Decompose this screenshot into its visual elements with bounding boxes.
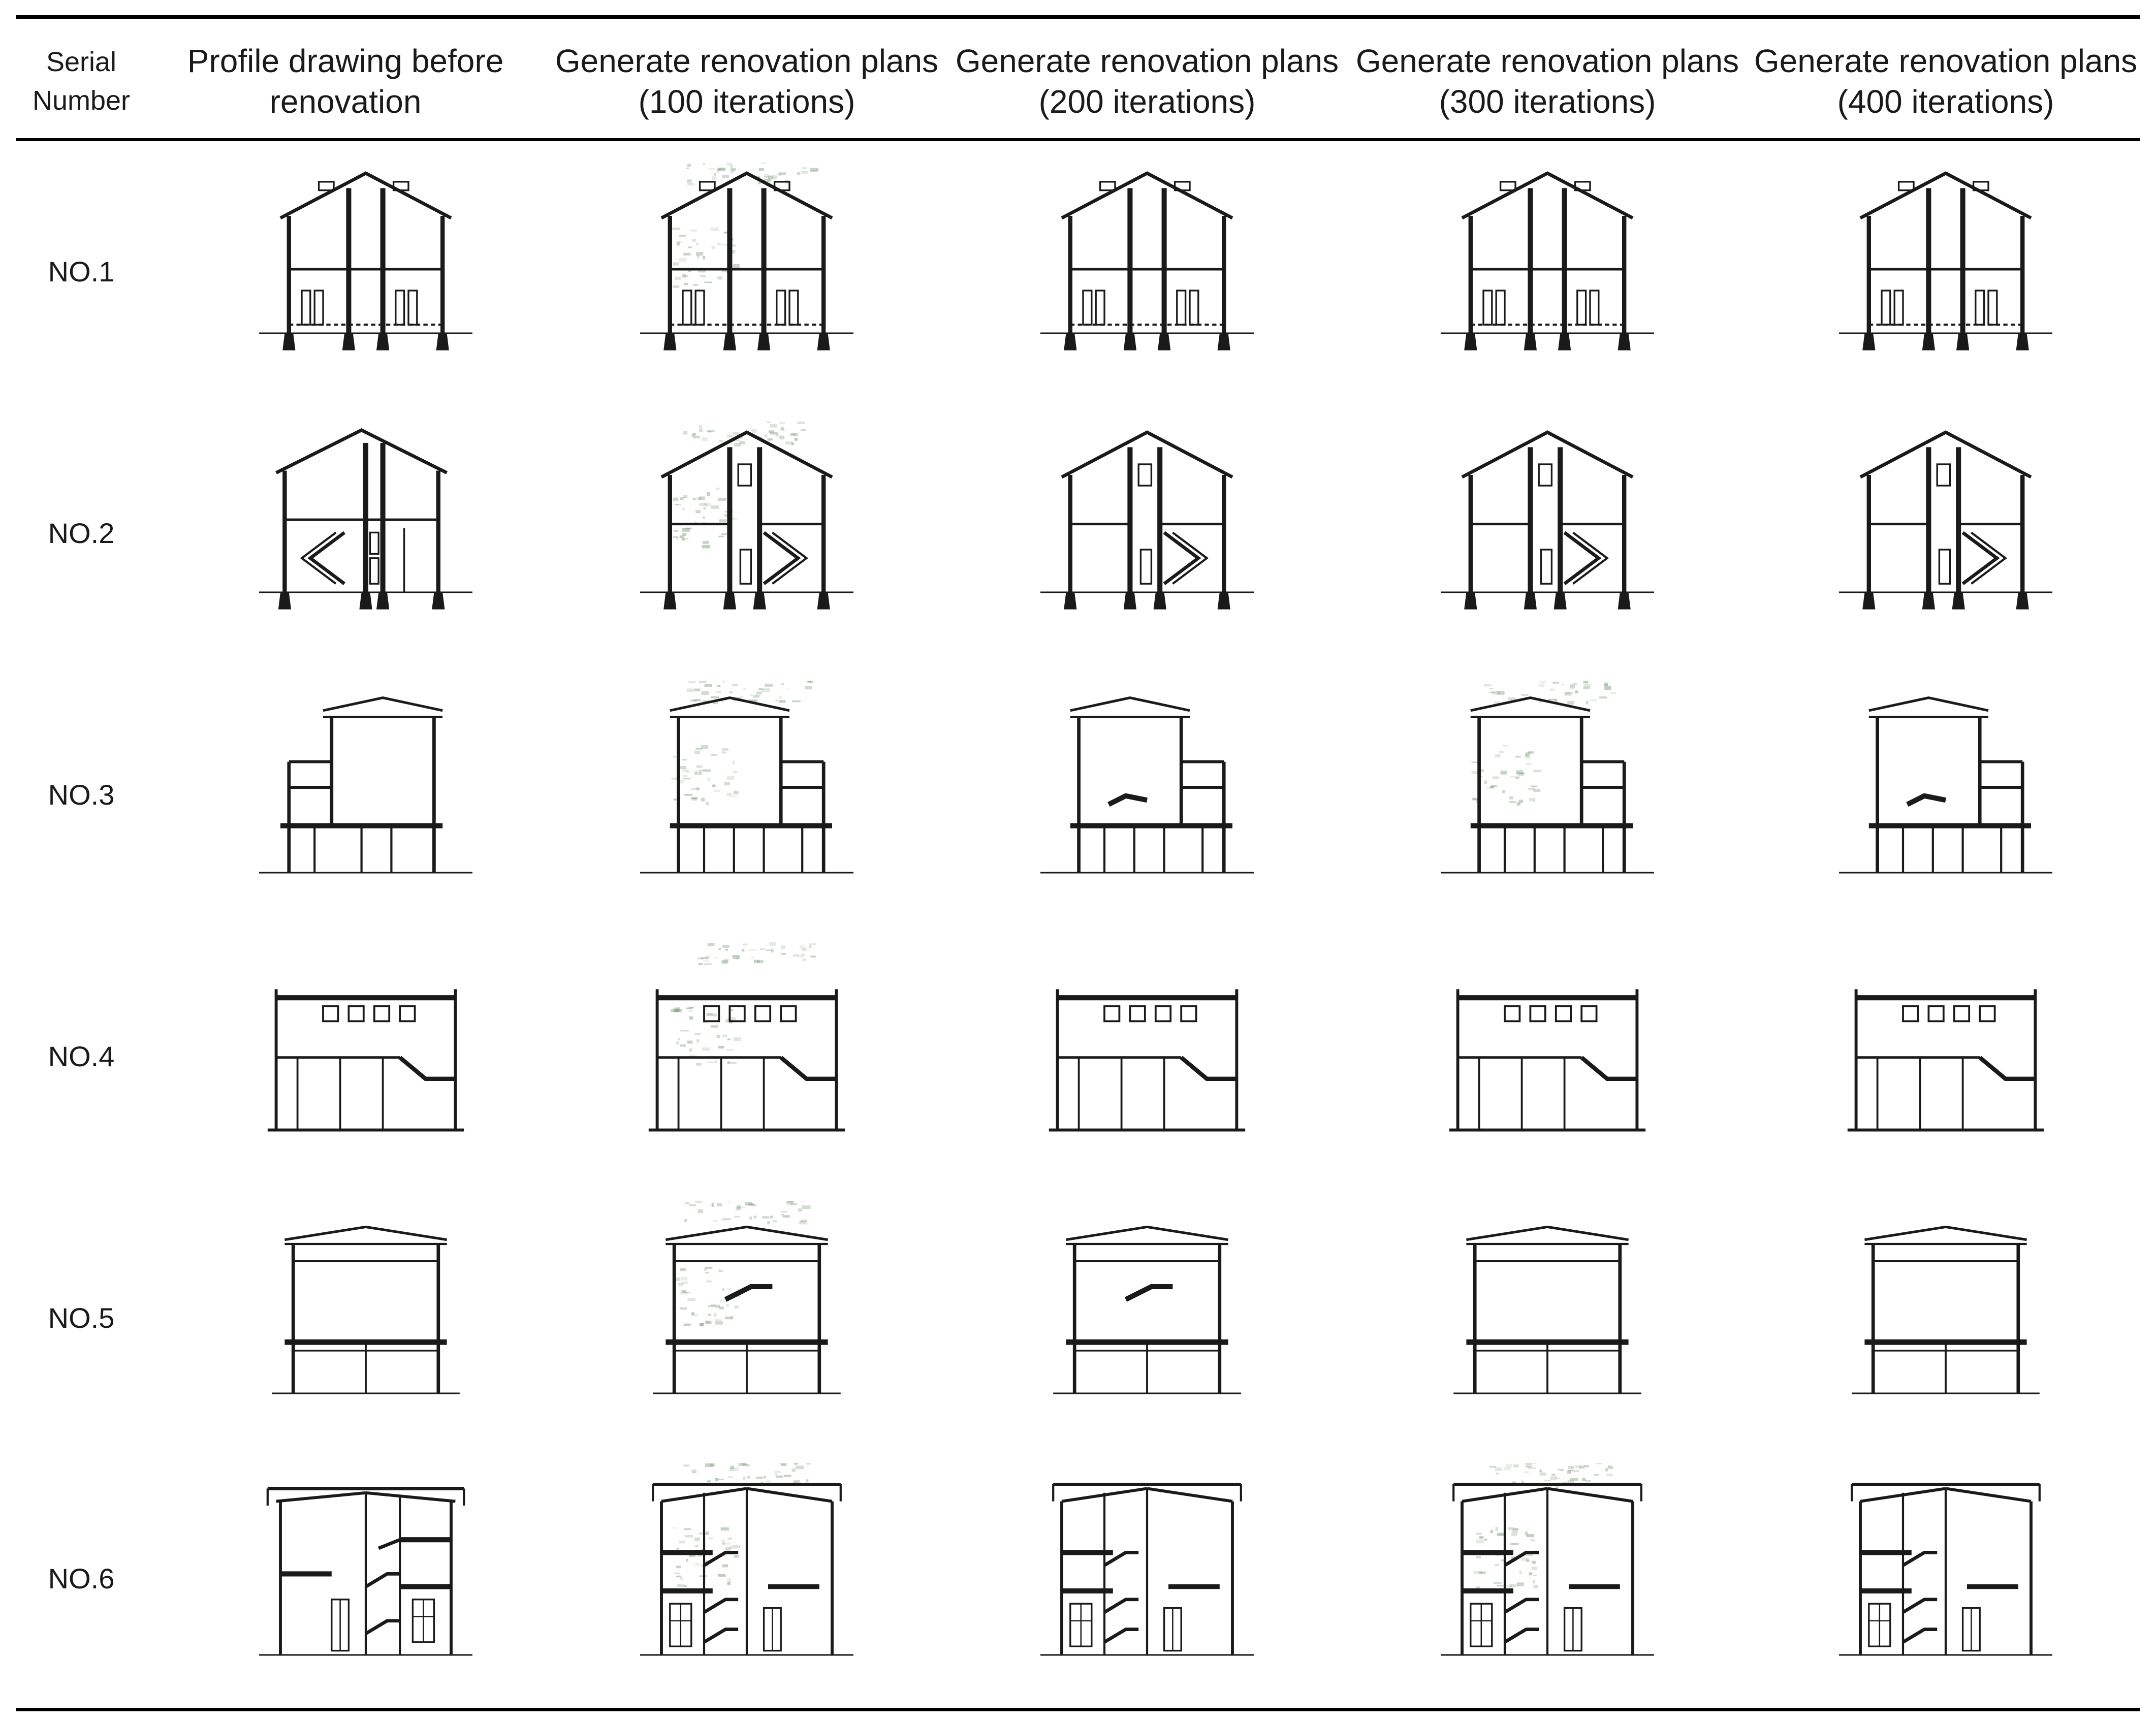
section-drawing [579,422,914,635]
header-100-iterations: Generate renovation plans (100 iteration… [549,36,945,127]
section-drawing [1380,163,1715,376]
section-drawing [198,163,533,376]
section-drawing [579,1201,914,1415]
section-drawing [979,422,1315,635]
header-line: Serial [46,47,117,77]
section-drawing [198,1463,533,1676]
section-drawing-svg [1441,171,1654,350]
row-label: NO.2 [48,517,115,549]
header-300-iterations: Generate renovation plans (300 iteration… [1349,36,1746,127]
section-drawing-svg [259,696,472,874]
header-line: (400 iterations) [1837,83,2054,120]
section-drawing-svg [653,1201,841,1394]
header-line: (300 iterations) [1439,83,1656,120]
section-drawing-svg [1441,681,1654,874]
section-drawing [1380,942,1715,1156]
section-drawing [979,681,1315,894]
section-drawing-svg [259,428,472,610]
section-drawing [1380,1201,1715,1415]
section-drawing-svg [1040,1483,1254,1656]
section-drawing [979,1463,1315,1676]
section-drawing [979,1201,1315,1415]
section-drawing [1778,1463,2113,1676]
section-drawing [1380,422,1715,635]
section-drawing-svg [1040,696,1254,874]
section-drawing [579,681,914,894]
section-drawing-svg [1040,430,1254,610]
section-drawing [579,942,914,1156]
section-drawing-svg [1053,1225,1241,1394]
section-drawing-svg [1441,430,1654,610]
header-before-renovation: Profile drawing before renovation [147,36,544,127]
section-drawing-svg [1839,430,2052,610]
table-bottom-rule [16,1708,2140,1711]
header-line: Profile drawing before [187,43,504,79]
row-label: NO.1 [48,256,115,288]
header-line: renovation [269,83,422,120]
section-drawing [579,163,914,376]
section-drawing [1778,1201,2113,1415]
section-drawing-svg [1852,1225,2040,1394]
section-drawing-svg [1049,989,1246,1132]
table-top-rule [16,15,2140,19]
header-400-iterations: Generate renovation plans (400 iteration… [1748,36,2144,127]
section-drawing [1778,422,2113,635]
section-drawing-svg [640,681,853,874]
section-drawing-svg [1453,1225,1641,1394]
section-drawing [1778,942,2113,1156]
section-drawing [198,422,533,635]
section-drawing-svg [1847,989,2044,1132]
header-line: (200 iterations) [1038,83,1256,120]
section-drawing [979,163,1315,376]
section-drawing-svg [267,989,464,1132]
header-200-iterations: Generate renovation plans (200 iteration… [949,36,1345,127]
section-drawing-svg [1449,989,1646,1132]
header-line: Generate renovation plans [1355,43,1739,79]
section-drawing-svg [640,1463,853,1656]
section-drawing-svg [648,942,845,1132]
header-serial-number: Serial Number [20,36,142,127]
row-label: NO.4 [48,1040,115,1072]
section-drawing [1380,681,1715,894]
section-drawing [198,942,533,1156]
section-drawing-svg [1441,1463,1654,1656]
section-drawing [198,1201,533,1415]
section-drawing [1380,1463,1715,1676]
section-drawing [1778,163,2113,376]
header-line: (100 iterations) [638,83,855,120]
header-line: Number [32,85,131,116]
table-header-rule [16,138,2140,141]
row-label: NO.6 [48,1562,115,1594]
header-line: Generate renovation plans [955,43,1339,79]
section-drawing-svg [259,171,472,350]
section-drawing [198,681,533,894]
row-label: NO.5 [48,1302,115,1334]
row-label: NO.3 [48,779,115,811]
header-line: Generate renovation plans [1754,43,2138,79]
section-drawing [1778,681,2113,894]
section-drawing [579,1463,914,1676]
section-drawing-svg [640,163,853,350]
section-drawing-svg [1839,171,2052,350]
section-drawing-svg [259,1487,472,1656]
section-drawing-svg [1839,1483,2052,1656]
section-drawing [979,942,1315,1156]
section-drawing-svg [1839,696,2052,874]
header-line: Generate renovation plans [555,43,939,79]
section-drawing-svg [640,422,853,610]
section-drawing-svg [272,1225,460,1394]
section-drawing-svg [1040,171,1254,350]
